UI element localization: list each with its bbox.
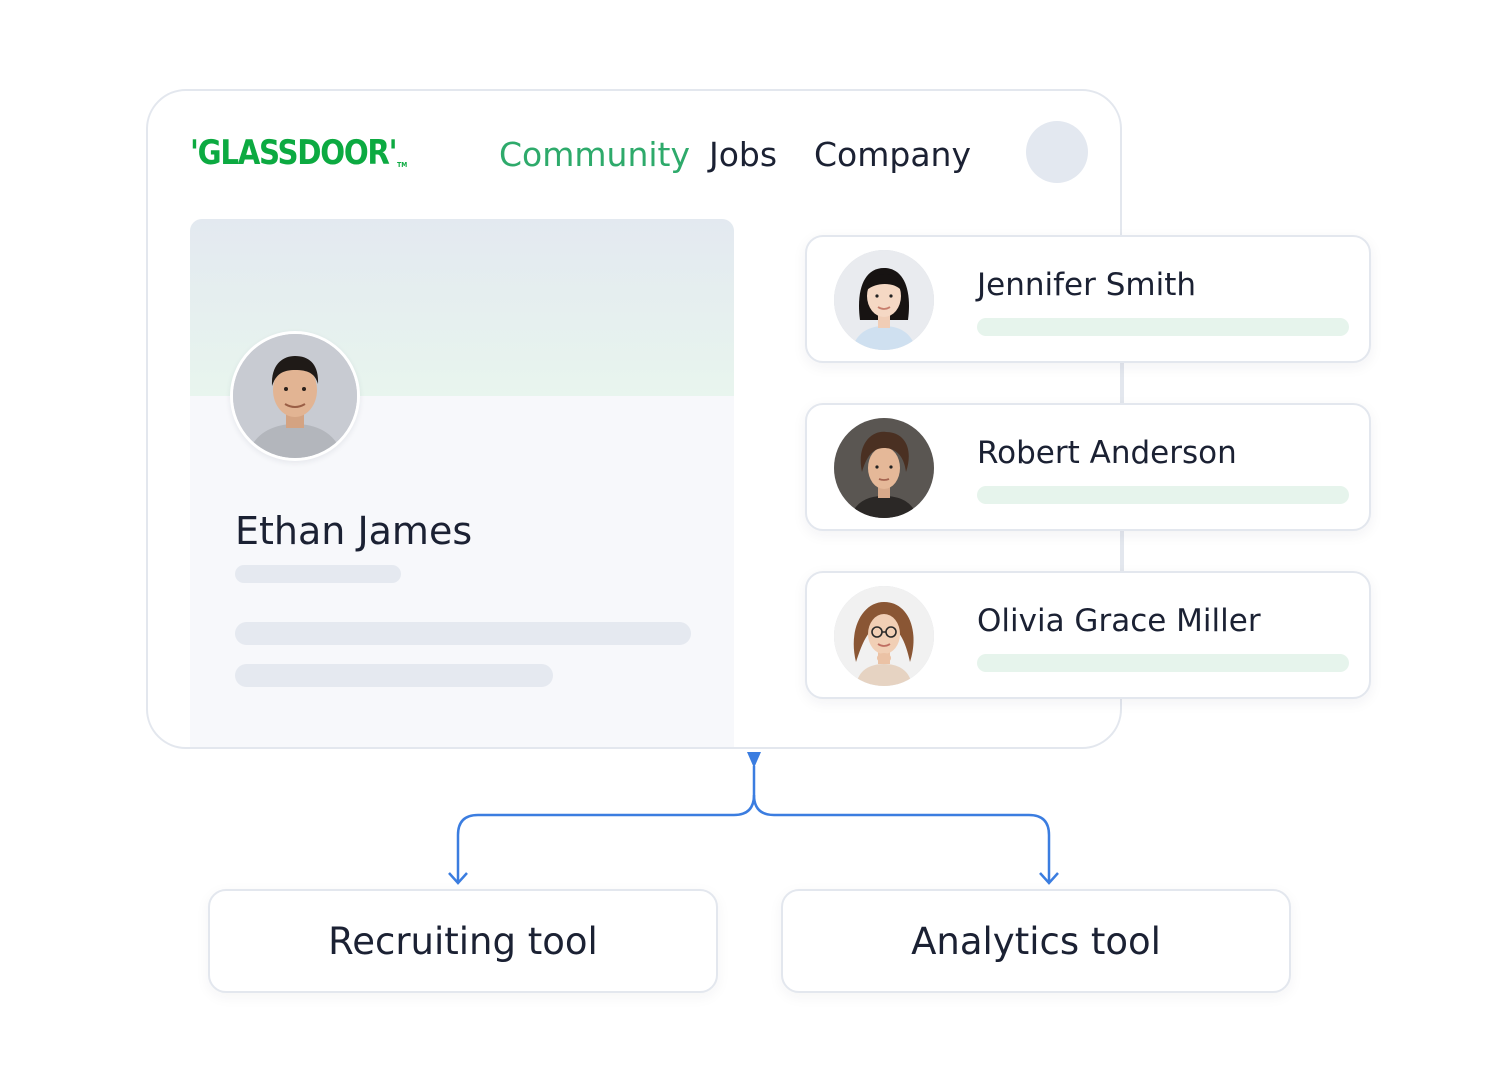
user-avatar[interactable]: [1026, 121, 1088, 183]
connector-right: [752, 794, 1051, 882]
analytics-tool-box[interactable]: Analytics tool: [781, 889, 1291, 993]
skeleton-bar: [977, 486, 1349, 504]
skeleton-bar: [977, 318, 1349, 336]
person-photo-icon: [834, 418, 934, 518]
profile-avatar: [230, 331, 360, 461]
person-avatar: [834, 418, 934, 518]
person-avatar: [834, 586, 934, 686]
arrow-down-icon: [1039, 872, 1059, 885]
nav-jobs[interactable]: Jobs: [709, 135, 778, 174]
arrowhead-down-icon: [747, 752, 761, 768]
person-card[interactable]: Jennifer Smith: [805, 235, 1371, 363]
person-card[interactable]: Olivia Grace Miller: [805, 571, 1371, 699]
person-name: Robert Anderson: [977, 435, 1237, 471]
person-photo-icon: [233, 334, 357, 458]
skeleton-line: [235, 622, 691, 645]
person-avatar: [834, 250, 934, 350]
connector-left: [456, 766, 756, 882]
person-card[interactable]: Robert Anderson: [805, 403, 1371, 531]
nav-company[interactable]: Company: [814, 135, 971, 174]
nav-community[interactable]: Community: [499, 135, 690, 174]
profile-card: Ethan James: [190, 219, 734, 747]
profile-name: Ethan James: [235, 509, 473, 553]
arrow-down-icon: [448, 872, 468, 885]
skeleton-line: [235, 664, 553, 687]
person-name: Jennifer Smith: [977, 267, 1196, 303]
person-photo-icon: [834, 250, 934, 350]
glassdoor-logo[interactable]: 'GLASSDOOR'TM: [190, 133, 408, 173]
skeleton-bar: [977, 654, 1349, 672]
person-photo-icon: [834, 586, 934, 686]
person-name: Olivia Grace Miller: [977, 603, 1261, 639]
recruiting-tool-box[interactable]: Recruiting tool: [208, 889, 718, 993]
skeleton-subtitle: [235, 565, 401, 583]
